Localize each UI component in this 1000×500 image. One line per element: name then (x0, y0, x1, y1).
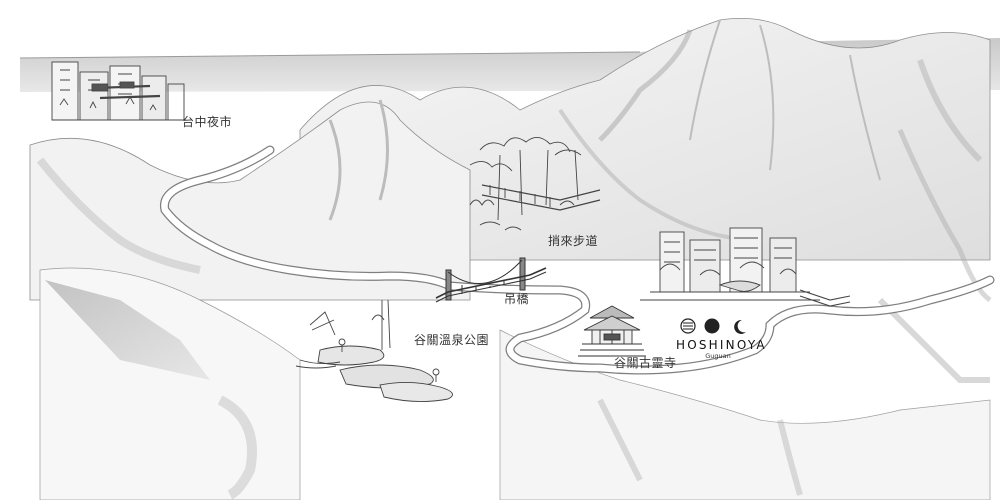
suspension-bridge (435, 257, 547, 303)
label-bridge: 吊橋 (504, 292, 530, 306)
hot-spring-park-sketch (295, 299, 453, 403)
foreground-slopes (39, 267, 991, 500)
brand-subtitle: Guguan (705, 352, 731, 360)
brand-marks-spacer (676, 316, 760, 334)
mid-mountains (29, 99, 992, 303)
label-trail: 捎來步道 (548, 234, 599, 248)
brand-block: HOSHINOYA Guguan (676, 316, 767, 360)
brand-logo-marks (680, 318, 746, 334)
resort-sketch (640, 227, 851, 307)
label-hot-spring-park: 谷關溫泉公園 (414, 333, 490, 347)
far-mountains (299, 18, 991, 261)
trail-sketch (469, 137, 601, 231)
brand-title: HOSHINOYA (676, 338, 767, 352)
label-night-market: 台中夜市 (182, 115, 233, 129)
temple-sketch (578, 305, 646, 357)
night-market-sketch (51, 61, 186, 121)
label-temple: 谷關古靈寺 (614, 356, 677, 370)
river (159, 145, 995, 375)
